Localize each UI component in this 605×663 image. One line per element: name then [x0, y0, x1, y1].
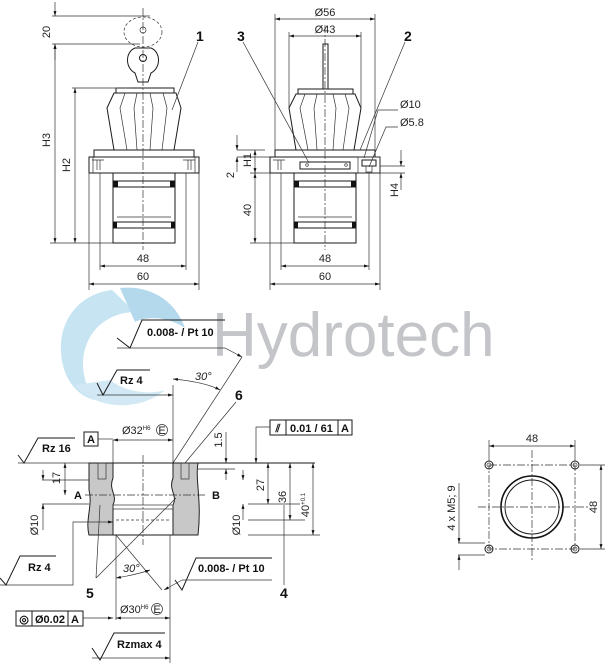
finish-top: 0.008- / Pt 10 [147, 327, 214, 339]
callout-1: 1 [196, 28, 204, 44]
plan-dim-48-height: 48 [588, 501, 600, 513]
gdt-value-conc: Ø0.02 [35, 614, 65, 626]
dim-17: 17 [51, 472, 63, 484]
dim-60-left: 60 [137, 271, 149, 283]
watermark-text: Hydrotech [212, 301, 495, 370]
finish-bottom: 0.008- / Pt 10 [198, 563, 265, 575]
dim-h1: H1 [242, 153, 254, 167]
dim-h2: H2 [61, 158, 73, 172]
finish-rz4-top: Rz 4 [120, 375, 144, 387]
callout-3: 3 [237, 28, 245, 44]
dim-d10-right: Ø10 [231, 515, 243, 536]
dim-60-right: 60 [319, 271, 331, 283]
dim-27: 27 [255, 479, 267, 491]
dim-48-left: 48 [137, 253, 149, 265]
angle-30-top: 30° [195, 371, 212, 383]
dim-40-section: 40+0.1 [300, 492, 312, 517]
plan-dim-48-width: 48 [526, 433, 538, 445]
dim-d56: Ø56 [315, 7, 336, 19]
gdt-symbol-conc: ◎ [19, 614, 29, 626]
callout-2: 2 [404, 28, 412, 44]
port-a: A [74, 490, 82, 502]
dim-d43: Ø43 [315, 24, 336, 36]
dim-d32: Ø32H6 [122, 425, 151, 437]
angle-30-bottom: 30° [123, 563, 140, 575]
gdt-symbol-top: ⫽ [275, 423, 282, 435]
dim-20: 20 [41, 26, 53, 38]
dim-48-right: 48 [319, 253, 331, 265]
watermark-logo [60, 287, 185, 406]
dim-hole-d58: Ø5.8 [400, 117, 424, 129]
dim-36: 36 [277, 491, 289, 503]
callout-4: 4 [280, 585, 288, 601]
dim-d10-left: Ø10 [29, 515, 41, 536]
plan-view: 48 48 4 x M5; 9 [446, 433, 605, 570]
left-view: 20 H3 H2 48 60 1 [41, 2, 204, 290]
dim-2: 2 [225, 172, 237, 178]
dim-h3: H3 [41, 133, 53, 147]
dim-d30: Ø30H6 [120, 604, 149, 616]
port-b: B [212, 490, 220, 502]
dim-h4: H4 [389, 183, 401, 197]
callout-5: 5 [86, 585, 94, 601]
finish-rz16: Rz 16 [42, 443, 71, 455]
finish-rzmax: Rzmax 4 [117, 639, 163, 651]
dim-40-right: 40 [242, 204, 254, 216]
section-view: A B Ø32H6 E A 0.008- / Pt 10 Rz 4 30° 6 … [0, 319, 353, 663]
dim-hole-d10: Ø10 [400, 99, 421, 111]
right-view: Ø56 Ø43 3 2 Ø10 Ø5.8 2 H1 40 H4 [225, 7, 424, 290]
gdt-datum-conc: A [71, 614, 79, 626]
callout-6: 6 [235, 387, 243, 403]
plan-thread-label: 4 x M5; 9 [446, 485, 458, 530]
dim-1-5: 1.5 [213, 432, 225, 447]
gdt-datum-top: A [341, 423, 349, 435]
envelope-e-bottom: E [153, 604, 160, 616]
envelope-e-top: E [158, 425, 165, 437]
datum-a: A [87, 434, 95, 446]
finish-rz4-bottom: Rz 4 [28, 562, 52, 574]
gdt-value-top: 0.01 / 61 [290, 423, 333, 435]
